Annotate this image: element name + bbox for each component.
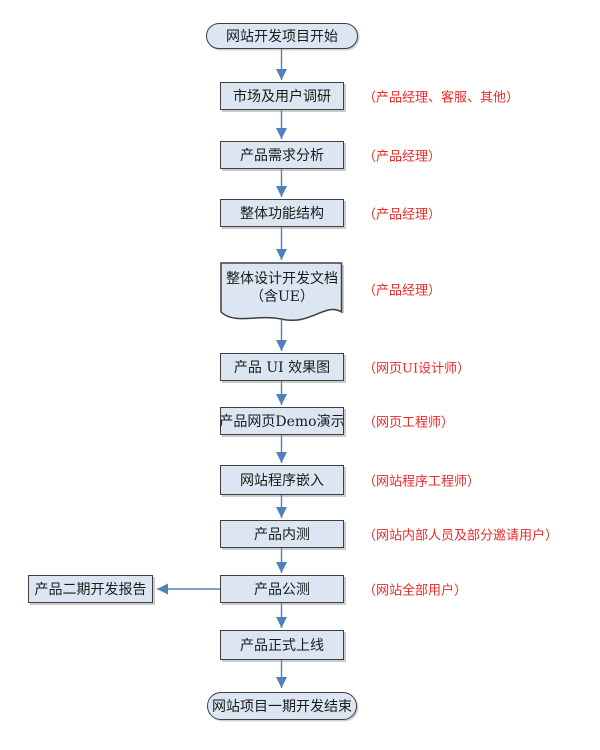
annotation-requirement-analysis: （产品经理）	[363, 149, 442, 165]
document-label-line1: 整体设计开发文档	[226, 271, 338, 287]
annotation-function-structure: （产品经理）	[363, 207, 442, 223]
step-function-structure: 整体功能结构	[220, 199, 344, 227]
document-label-line2: （含UE）	[249, 289, 315, 305]
document-shape-icon	[220, 262, 344, 322]
step-requirement-analysis: 产品需求分析	[220, 141, 344, 169]
annotation-public-beta: （网站全部用户）	[363, 583, 468, 599]
step-ui-mockup: 产品 UI 效果图	[220, 353, 344, 381]
step-program-integration: 网站程序嵌入	[220, 465, 344, 495]
step-web-demo: 产品网页Demo演示	[219, 407, 345, 435]
step-label: 整体功能结构	[240, 206, 324, 222]
end-label: 网站项目一期开发结束	[212, 699, 352, 715]
annotation-design-document: （产品经理）	[363, 283, 442, 299]
step-design-document: 整体设计开发文档 （含UE）	[220, 262, 344, 328]
annotation-ui-mockup: （网页UI设计师）	[363, 361, 471, 377]
annotation-internal-test: （网站内部人员及部分邀请用户）	[363, 528, 559, 544]
step-internal-test: 产品内测	[220, 520, 344, 548]
step-label: 产品网页Demo演示	[219, 414, 345, 430]
annotation-market-research: （产品经理、客服、其他）	[363, 90, 520, 106]
step-label: 产品需求分析	[240, 148, 324, 164]
annotation-program-integration: （网站程序工程师）	[363, 474, 481, 490]
step-label: 产品 UI 效果图	[233, 360, 331, 376]
step-market-research: 市场及用户调研	[220, 82, 344, 110]
step-public-beta: 产品公测	[220, 575, 344, 603]
start-label: 网站开发项目开始	[226, 29, 338, 45]
side-branch-label: 产品二期开发报告	[34, 582, 147, 598]
side-branch-report: 产品二期开发报告	[28, 575, 153, 603]
step-label: 市场及用户调研	[233, 89, 331, 105]
step-official-launch: 产品正式上线	[220, 630, 344, 660]
step-label: 网站程序嵌入	[240, 473, 324, 489]
start-terminator: 网站开发项目开始	[206, 23, 358, 49]
step-label: 产品内测	[254, 527, 310, 543]
step-label: 产品正式上线	[240, 638, 324, 654]
document-label: 整体设计开发文档 （含UE）	[226, 270, 338, 320]
annotation-web-demo: （网页工程师）	[363, 415, 455, 431]
step-label: 产品公测	[254, 582, 310, 598]
end-terminator: 网站项目一期开发结束	[207, 692, 357, 720]
